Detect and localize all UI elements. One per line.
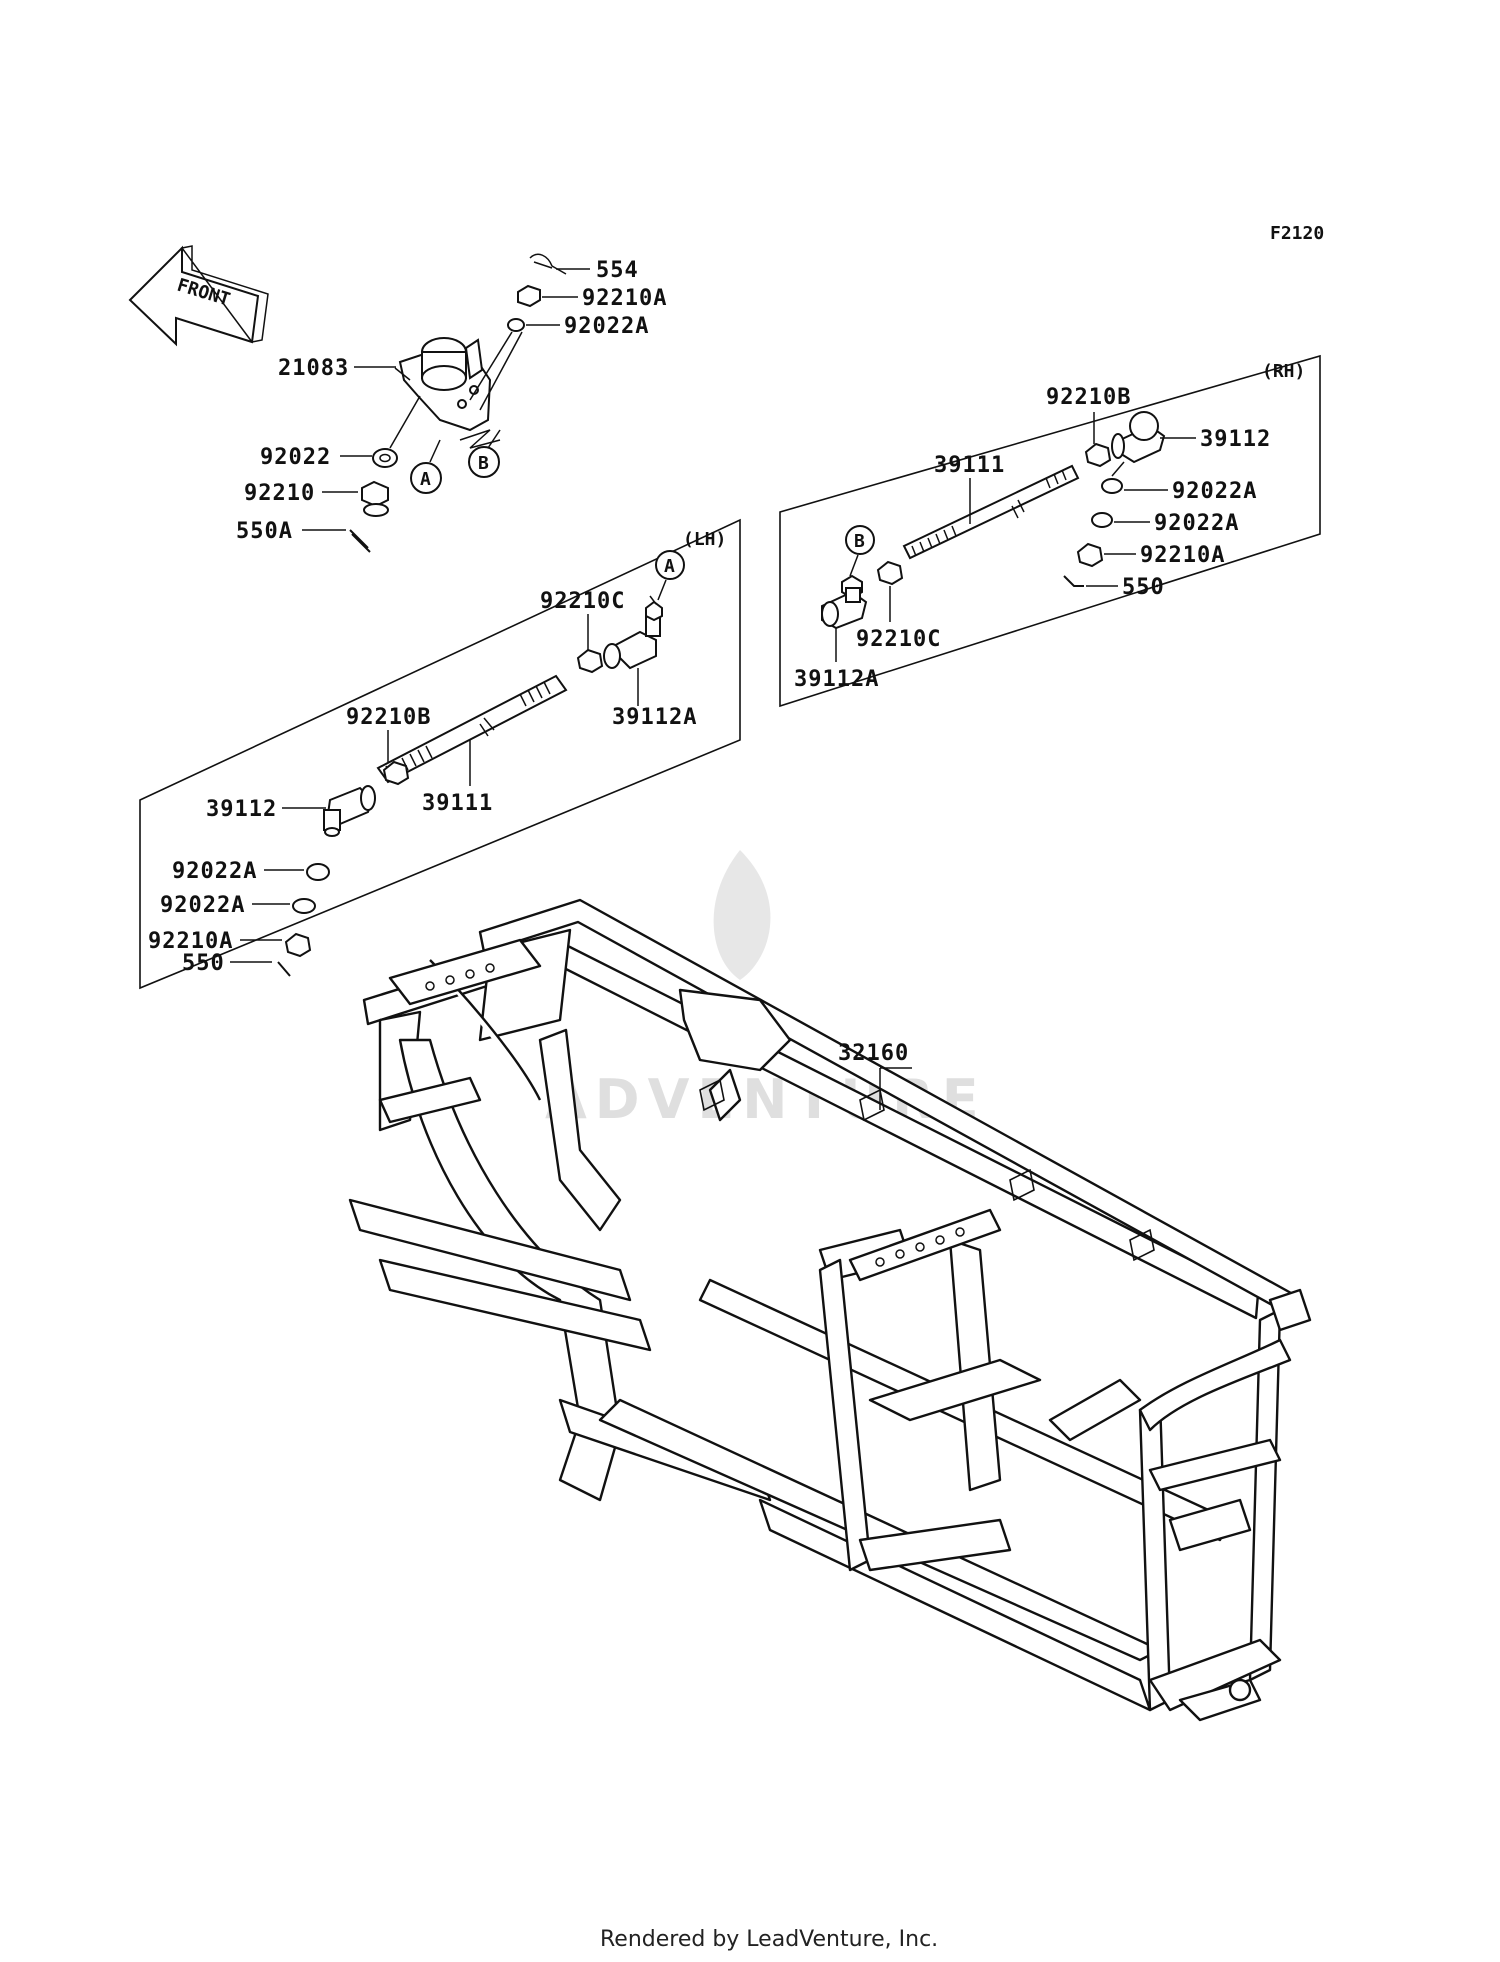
rh-side-label: (RH) [1262, 361, 1305, 382]
label-550-lh: 550 [182, 951, 225, 976]
label-92210b-lh: 92210B [346, 705, 431, 730]
footer-credit: Rendered by LeadVenture, Inc. [600, 1927, 938, 1952]
label-92022a-top: 92022A [564, 314, 649, 339]
lh-box [139, 518, 741, 990]
callout-b-rh-label: B [854, 531, 865, 552]
nut-92210 [361, 480, 389, 517]
top-group: 554 92210A 92022A 21083 92022 [236, 253, 667, 553]
washer-92022 [372, 448, 398, 468]
label-550-rh: 550 [1122, 575, 1165, 600]
callout-a-top [410, 462, 442, 494]
tie-rod-39111-rh [902, 464, 1080, 560]
callout-a-lh-label: A [664, 556, 675, 577]
washer-92022a-rh-2 [1091, 512, 1113, 528]
label-554: 554 [596, 258, 639, 283]
label-39111-lh: 39111 [422, 791, 493, 816]
front-arrow-icon: FRONT [128, 245, 269, 347]
label-32160: 32160 [838, 1041, 909, 1066]
label-92022: 92022 [260, 445, 331, 470]
cotter-pin-550a [349, 529, 371, 553]
cotter-pin-550-lh [277, 961, 291, 977]
steering-stem-bracket-21083 [394, 337, 492, 432]
nut-92210a-lh [284, 932, 312, 958]
rh-group: (RH) 92210B 39112 39111 92022A 92022A [779, 354, 1321, 708]
cotter-pin-550-rh [1063, 575, 1084, 587]
label-92210a-lh: 92210A [148, 929, 233, 954]
label-39111-rh: 39111 [934, 453, 1005, 478]
rh-box [779, 354, 1321, 708]
callout-b-top [468, 446, 500, 478]
nut-92210b-lh [382, 760, 410, 786]
label-550a: 550A [236, 519, 293, 544]
label-92210c-lh: 92210C [540, 589, 625, 614]
washer-92022a-lh-1 [306, 863, 330, 881]
label-39112-lh: 39112 [206, 797, 277, 822]
nut-92210c-rh [876, 560, 904, 586]
nut-92210c-lh [576, 648, 604, 674]
label-39112a-lh: 39112A [612, 705, 697, 730]
label-92022a-lh-1: 92022A [172, 859, 257, 884]
nut-92210a-rh [1076, 542, 1104, 568]
label-92210a-rh: 92210A [1140, 543, 1225, 568]
lh-side-label: (LH) [683, 529, 726, 550]
callout-a-top-label: A [420, 469, 431, 490]
front-plate-holes [425, 963, 495, 991]
tie-rod-end-39112a-rh [821, 574, 868, 630]
label-92210c-rh: 92210C [856, 627, 941, 652]
washer-92022a [507, 318, 525, 332]
diagram-code: F2120 [1270, 223, 1324, 244]
nut-92210a [517, 284, 541, 308]
label-92210b-rh: 92210B [1046, 385, 1131, 410]
callout-b-rh [845, 525, 875, 555]
label-92210: 92210 [244, 481, 315, 506]
label-39112a-rh: 39112A [794, 667, 879, 692]
label-21083: 21083 [278, 356, 349, 381]
main-frame-32160 [348, 898, 1312, 1722]
label-92210a-top: 92210A [582, 286, 667, 311]
label-39112-rh: 39112 [1200, 427, 1271, 452]
cotter-pin-554 [529, 253, 567, 275]
label-92022a-lh-2: 92022A [160, 893, 245, 918]
side-plate-holes [875, 1227, 965, 1267]
tie-rod-end-39112a-lh [603, 595, 663, 670]
nut-92210b-rh [1084, 442, 1112, 468]
tie-rod-end-39112-lh [323, 785, 376, 837]
label-92022a-rh-2: 92022A [1154, 511, 1239, 536]
washer-92022a-rh-1 [1101, 478, 1123, 494]
lh-group: (LH) A 39112A 92210C 39111 92210 [139, 518, 741, 990]
callout-a-lh [655, 550, 685, 580]
label-92022a-rh-1: 92022A [1172, 479, 1257, 504]
tie-rod-end-39112-rh [1111, 411, 1166, 464]
callout-b-top-label: B [478, 453, 489, 474]
washer-92022a-lh-2 [292, 898, 316, 914]
